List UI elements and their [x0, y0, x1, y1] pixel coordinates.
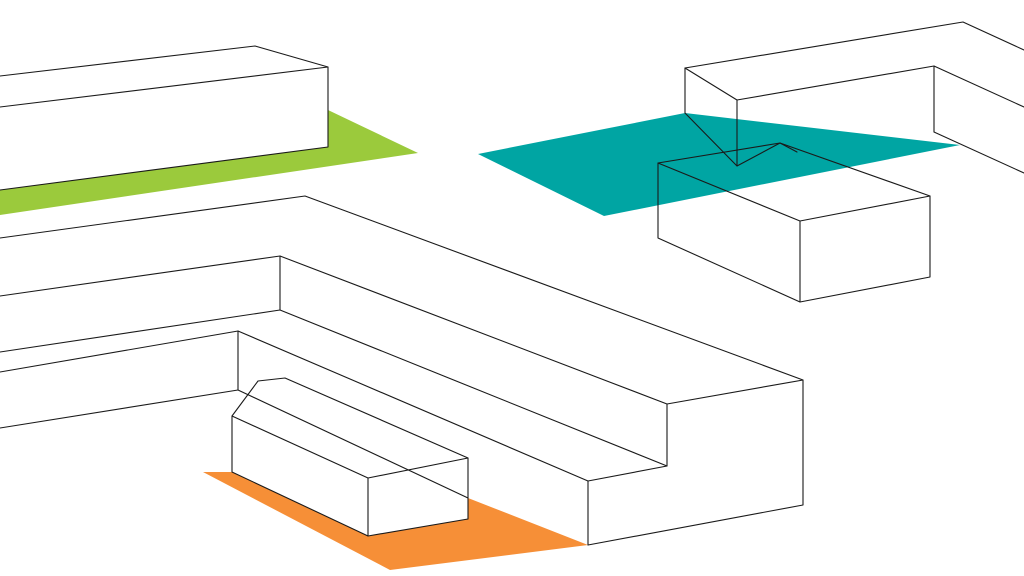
green-footprint	[0, 110, 418, 215]
footprints	[0, 110, 960, 570]
right-small-block	[657, 142, 931, 303]
front-small-block	[231, 377, 469, 537]
top-left-bar-block	[0, 45, 329, 191]
large-stepped-block	[0, 195, 804, 546]
top-right-l-block	[684, 21, 1024, 174]
orange-footprint	[203, 472, 588, 570]
teal-footprint	[478, 113, 960, 216]
